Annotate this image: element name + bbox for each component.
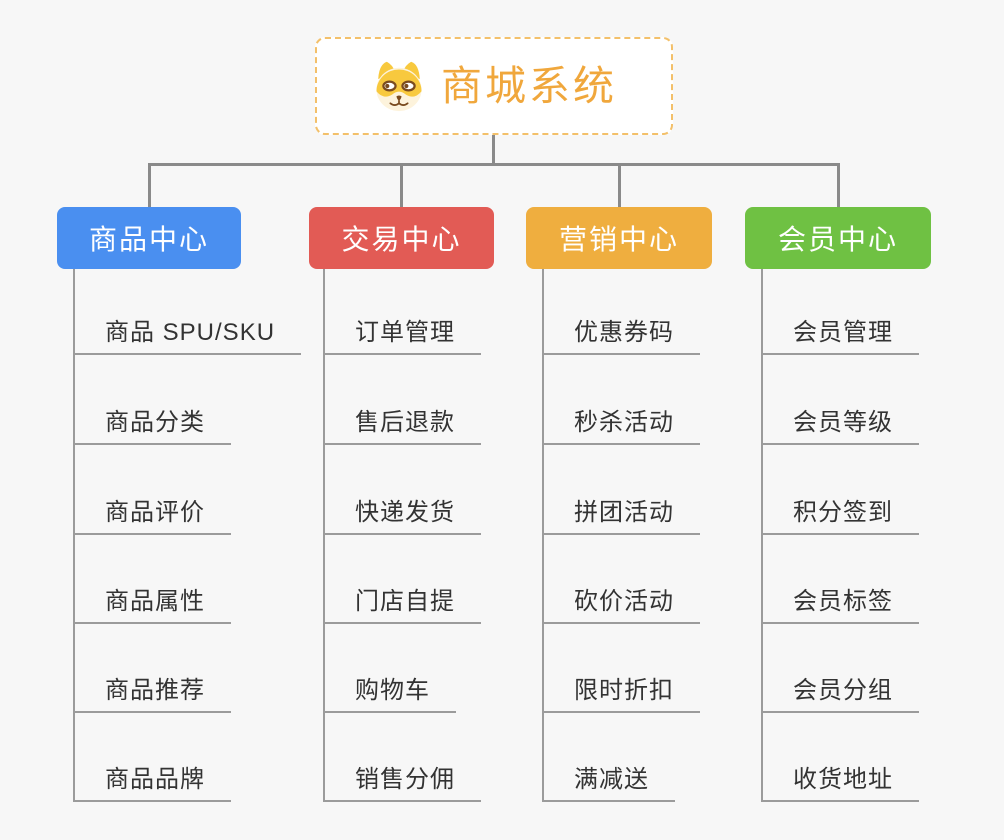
child-node-label: 秒杀活动 [574,409,674,436]
child-node[interactable]: 购物车 [323,671,456,713]
child-node-label: 售后退款 [355,409,455,436]
branch-node-label: 会员中心 [777,224,898,255]
branch-node-label: 营销中心 [558,224,679,255]
branch-node-trade[interactable]: 交易中心 [309,207,494,269]
child-node-label: 商品 SPU/SKU [105,319,276,346]
child-node[interactable]: 拼团活动 [542,493,700,535]
child-node-label: 限时折扣 [574,677,674,704]
child-node[interactable]: 会员标签 [761,582,919,624]
child-node[interactable]: 商品推荐 [73,671,231,713]
child-node-label: 积分签到 [793,499,893,526]
child-node-label: 商品评价 [105,499,205,526]
connector-drop-1 [148,163,151,208]
connector-spine-1 [73,269,75,802]
connector-spine-4 [761,269,763,802]
child-node-label: 会员分组 [793,677,893,704]
child-node-label: 购物车 [355,677,430,704]
child-node[interactable]: 满减送 [542,760,675,802]
child-node-label: 拼团活动 [574,499,674,526]
child-node[interactable]: 限时折扣 [542,671,700,713]
connector-spine-2 [323,269,325,802]
child-node-label: 门店自提 [355,588,455,615]
dog-face-icon [376,61,422,112]
root-node[interactable]: 商城系统 [315,37,673,135]
child-node[interactable]: 收货地址 [761,760,919,802]
child-node[interactable]: 售后退款 [323,403,481,445]
branch-node-label: 交易中心 [341,224,462,255]
child-node[interactable]: 砍价活动 [542,582,700,624]
child-node[interactable]: 会员分组 [761,671,919,713]
child-node[interactable]: 积分签到 [761,493,919,535]
child-node[interactable]: 销售分佣 [323,760,481,802]
child-node[interactable]: 商品分类 [73,403,231,445]
branch-node-marketing[interactable]: 营销中心 [526,207,712,269]
child-node[interactable]: 商品 SPU/SKU [73,313,302,355]
child-node-label: 商品推荐 [105,677,205,704]
child-node[interactable]: 商品属性 [73,582,231,624]
child-node[interactable]: 商品品牌 [73,760,231,802]
child-node[interactable]: 秒杀活动 [542,403,700,445]
branch-node-product[interactable]: 商品中心 [57,207,241,269]
child-node-label: 会员标签 [793,588,893,615]
child-node[interactable]: 商品评价 [73,493,231,535]
child-node[interactable]: 会员管理 [761,313,919,355]
child-node[interactable]: 快递发货 [323,493,481,535]
connector-horizontal [148,163,840,166]
child-node-label: 收货地址 [793,766,893,793]
child-node-label: 订单管理 [355,319,455,346]
child-node-label: 快递发货 [355,499,455,526]
connector-spine-3 [542,269,544,802]
child-node-label: 商品分类 [105,409,205,436]
child-node-label: 会员管理 [793,319,893,346]
connector-drop-4 [837,163,840,208]
branch-node-member[interactable]: 会员中心 [745,207,931,269]
connector-drop-3 [618,163,621,208]
root-node-title: 商城系统 [441,62,617,109]
child-node-label: 销售分佣 [355,766,455,793]
connector-root-stub [492,134,495,164]
child-node-label: 会员等级 [793,409,893,436]
connector-drop-2 [400,163,403,208]
child-node-label: 商品品牌 [105,766,205,793]
child-node[interactable]: 优惠券码 [542,313,700,355]
child-node-label: 满减送 [574,766,649,793]
child-node-label: 砍价活动 [574,588,674,615]
child-node[interactable]: 会员等级 [761,403,919,445]
child-node-label: 优惠券码 [574,319,674,346]
branch-node-label: 商品中心 [88,224,209,255]
child-node[interactable]: 订单管理 [323,313,481,355]
child-node[interactable]: 门店自提 [323,582,481,624]
child-node-label: 商品属性 [105,588,205,615]
